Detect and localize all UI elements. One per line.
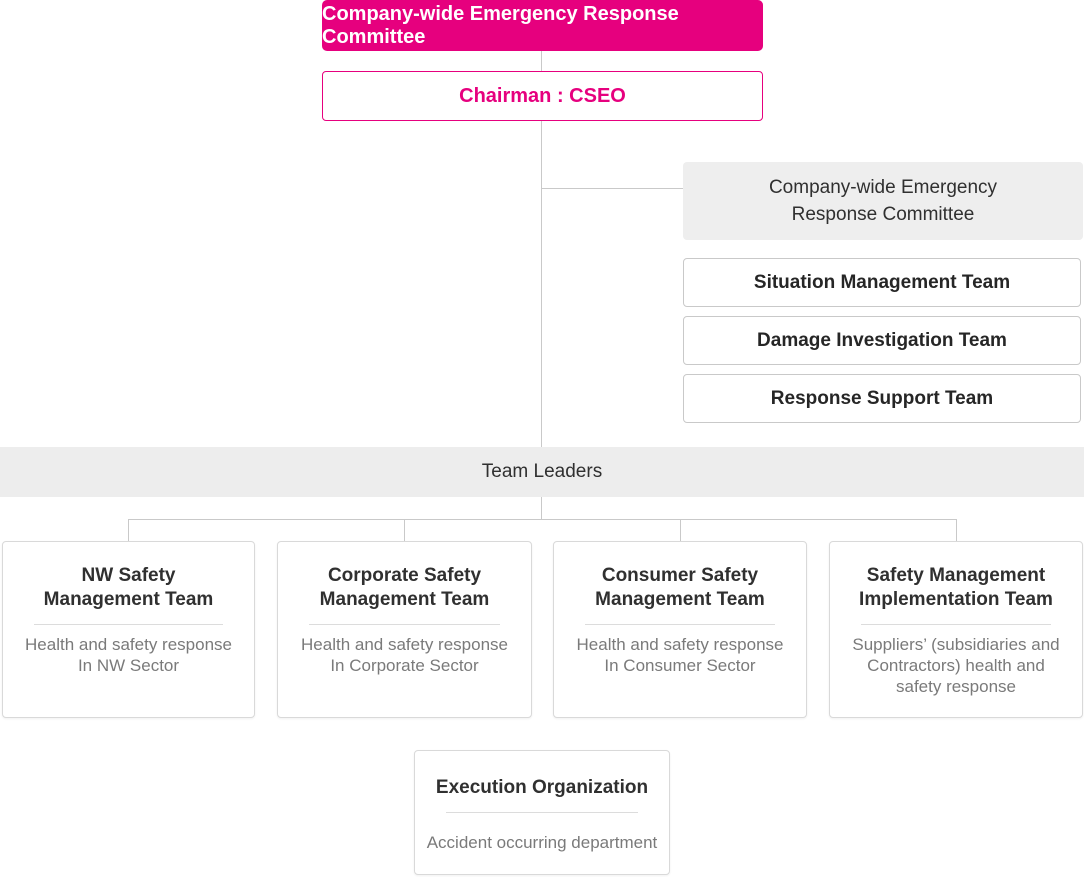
card-nw-safety-management-team: NW Safety Management Team Health and saf… (2, 541, 255, 718)
connector-trunk (541, 121, 542, 447)
card-divider (34, 624, 223, 625)
card-execution-organization: Execution Organization Accident occurrin… (414, 750, 670, 875)
card-safety-management-implementation-team: Safety Management Implementation Team Su… (829, 541, 1083, 718)
card-title: Corporate Safety Management Team (319, 565, 490, 610)
card-description: Health and safety response In NW Sector (25, 635, 232, 675)
connector-root-to-chairman (541, 51, 542, 72)
committee-panel-header: Company-wide Emergency Response Committe… (683, 162, 1083, 240)
committee-team-damage-investigation: Damage Investigation Team (683, 316, 1081, 365)
team-leaders-bar: Team Leaders (0, 447, 1084, 497)
connector-drop-nw-team (128, 519, 129, 541)
card-title: Consumer Safety Management Team (595, 565, 765, 610)
connector-teams-horizontal (128, 519, 957, 520)
card-title: Execution Organization (435, 777, 649, 798)
card-divider (861, 624, 1051, 625)
card-title: NW Safety Management Team (43, 565, 214, 610)
card-description: Accident occurring department (426, 833, 658, 852)
committee-team-response-support: Response Support Team (683, 374, 1081, 423)
connector-drop-corporate-team (404, 519, 405, 541)
connector-bar-to-teams (541, 497, 542, 519)
card-description: Health and safety response In Consumer S… (576, 635, 784, 675)
root-committee-box: Company-wide Emergency Response Committe… (322, 0, 763, 51)
connector-drop-consumer-team (680, 519, 681, 541)
card-corporate-safety-management-team: Corporate Safety Management Team Health … (277, 541, 532, 718)
card-consumer-safety-management-team: Consumer Safety Management Team Health a… (553, 541, 807, 718)
card-divider (585, 624, 775, 625)
card-divider (446, 812, 638, 813)
connector-drop-implementation-team (956, 519, 957, 541)
card-description: Health and safety response In Corporate … (301, 635, 508, 675)
chairman-box: Chairman : CSEO (322, 71, 763, 121)
committee-team-situation-management: Situation Management Team (683, 258, 1081, 307)
card-description: Suppliers’ (subsidiaries and Contractors… (852, 635, 1060, 696)
card-title: Safety Management Implementation Team (859, 565, 1053, 610)
connector-branch-to-committee-panel (542, 188, 683, 189)
card-divider (309, 624, 500, 625)
